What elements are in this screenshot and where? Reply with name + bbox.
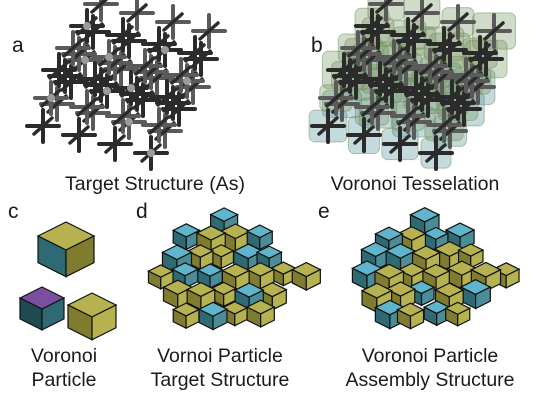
particle-face-right [259, 268, 275, 290]
particle-face-right [420, 286, 435, 307]
lattice-rod [126, 3, 148, 23]
panel-e-caption-line2: Assembly Structure [345, 369, 515, 391]
lattice-rod [433, 34, 455, 54]
panel-e-assembly-structure-cluster [351, 207, 521, 330]
panel-d-letter: d [136, 200, 148, 223]
lattice-rod [425, 143, 447, 163]
atom-site [105, 53, 113, 61]
particle-face-right [470, 249, 484, 269]
atom-site [147, 149, 155, 157]
lattice-rod [353, 125, 375, 145]
particle-face-right [409, 308, 425, 330]
particle-face-right [260, 306, 275, 328]
lattice-rod [333, 60, 355, 80]
particle-face-right [185, 308, 200, 330]
particle-face-right [91, 304, 117, 341]
panel-c-caption: Voronoi Particle [8, 344, 120, 392]
lattice-rod [369, 69, 391, 89]
lattice-rod [156, 87, 178, 107]
panel-e-caption: Voronoi Particle Assembly Structure [325, 344, 535, 392]
lattice-rod [32, 116, 54, 136]
lattice-rod [347, 38, 369, 58]
particle-face-right [234, 306, 248, 327]
particle-face-right [457, 307, 471, 327]
atom-site [161, 46, 169, 54]
lattice-rod [419, 56, 441, 76]
panel-d-caption: Vornoi Particle Target Structure [135, 344, 305, 392]
lattice-rod [397, 25, 419, 45]
lattice-rod [198, 21, 220, 41]
particle-face-right [41, 297, 65, 331]
lattice-rod [148, 34, 170, 54]
lattice-rod [112, 106, 134, 126]
lattice-rod [76, 97, 98, 117]
lattice-rod [447, 12, 469, 32]
particle-face-right [305, 268, 321, 291]
lattice-rod [134, 56, 156, 76]
lattice-rod [397, 106, 419, 126]
atom-site [125, 118, 133, 126]
panel-c-voronoi-particles [18, 221, 118, 341]
lattice-rod [455, 65, 477, 85]
panel-d-caption-line1: Vornoi Particle [157, 345, 283, 367]
lattice-rod [170, 65, 192, 85]
lattice-rod [48, 60, 70, 80]
panel-b-voronoi-tesselation [308, 0, 516, 171]
panel-b-letter: b [311, 34, 323, 57]
atom-site [81, 56, 89, 64]
panel-c-letter: c [8, 200, 19, 223]
panel-c-caption-line1: Voronoi [30, 345, 98, 367]
atom-site [83, 22, 91, 30]
lattice-rod [469, 43, 491, 63]
atom-site [47, 94, 55, 102]
lattice-rod [361, 97, 383, 117]
lattice-rod [325, 88, 347, 108]
lattice-rod [62, 38, 84, 58]
lattice-rod [383, 47, 405, 67]
particle-face-right [474, 286, 491, 310]
lattice-rod [104, 134, 126, 154]
particle-face-right [65, 235, 95, 278]
lattice-rod [317, 116, 339, 136]
panel-d-target-structure-cluster [147, 207, 322, 331]
lattice-rod [84, 69, 106, 89]
panel-e-letter: e [318, 200, 330, 223]
lattice-rod [361, 16, 383, 36]
lattice-rod [184, 43, 206, 63]
particle-face-right [212, 308, 228, 331]
panel-a-caption: Target Structure (As) [30, 172, 280, 196]
lattice-rod [148, 115, 170, 135]
lattice-rod [112, 25, 134, 45]
lattice-rod [162, 12, 184, 32]
particle-face-right [199, 250, 214, 271]
lattice-rod [411, 3, 433, 23]
panel-a-letter: a [12, 34, 24, 57]
lattice-rod [433, 115, 455, 135]
particle-face-right [459, 229, 475, 252]
panel-a-caption-text: Target Structure (As) [65, 173, 245, 195]
panel-e-caption-line1: Voronoi Particle [361, 345, 499, 367]
lattice-rod [90, 0, 109, 14]
atom-site [183, 77, 191, 85]
atom-site [103, 87, 111, 95]
lattice-rod [375, 0, 394, 14]
lattice-rod [441, 87, 463, 107]
lattice-rod [389, 134, 411, 154]
panel-c-caption-line2: Particle [31, 369, 97, 391]
panel-b-caption-text: Voronoi Tesselation [330, 173, 500, 195]
lattice-rod [68, 125, 90, 145]
atom-site [127, 84, 135, 92]
panel-d-caption-line2: Target Structure [150, 369, 290, 391]
lattice-rod [483, 21, 505, 41]
panel-a-lattice-structure [25, 0, 227, 171]
particle-face-right [505, 268, 520, 289]
lattice-rod [405, 78, 427, 98]
particle-face-right [259, 230, 273, 251]
panel-b-caption: Voronoi Tesselation [300, 172, 530, 196]
